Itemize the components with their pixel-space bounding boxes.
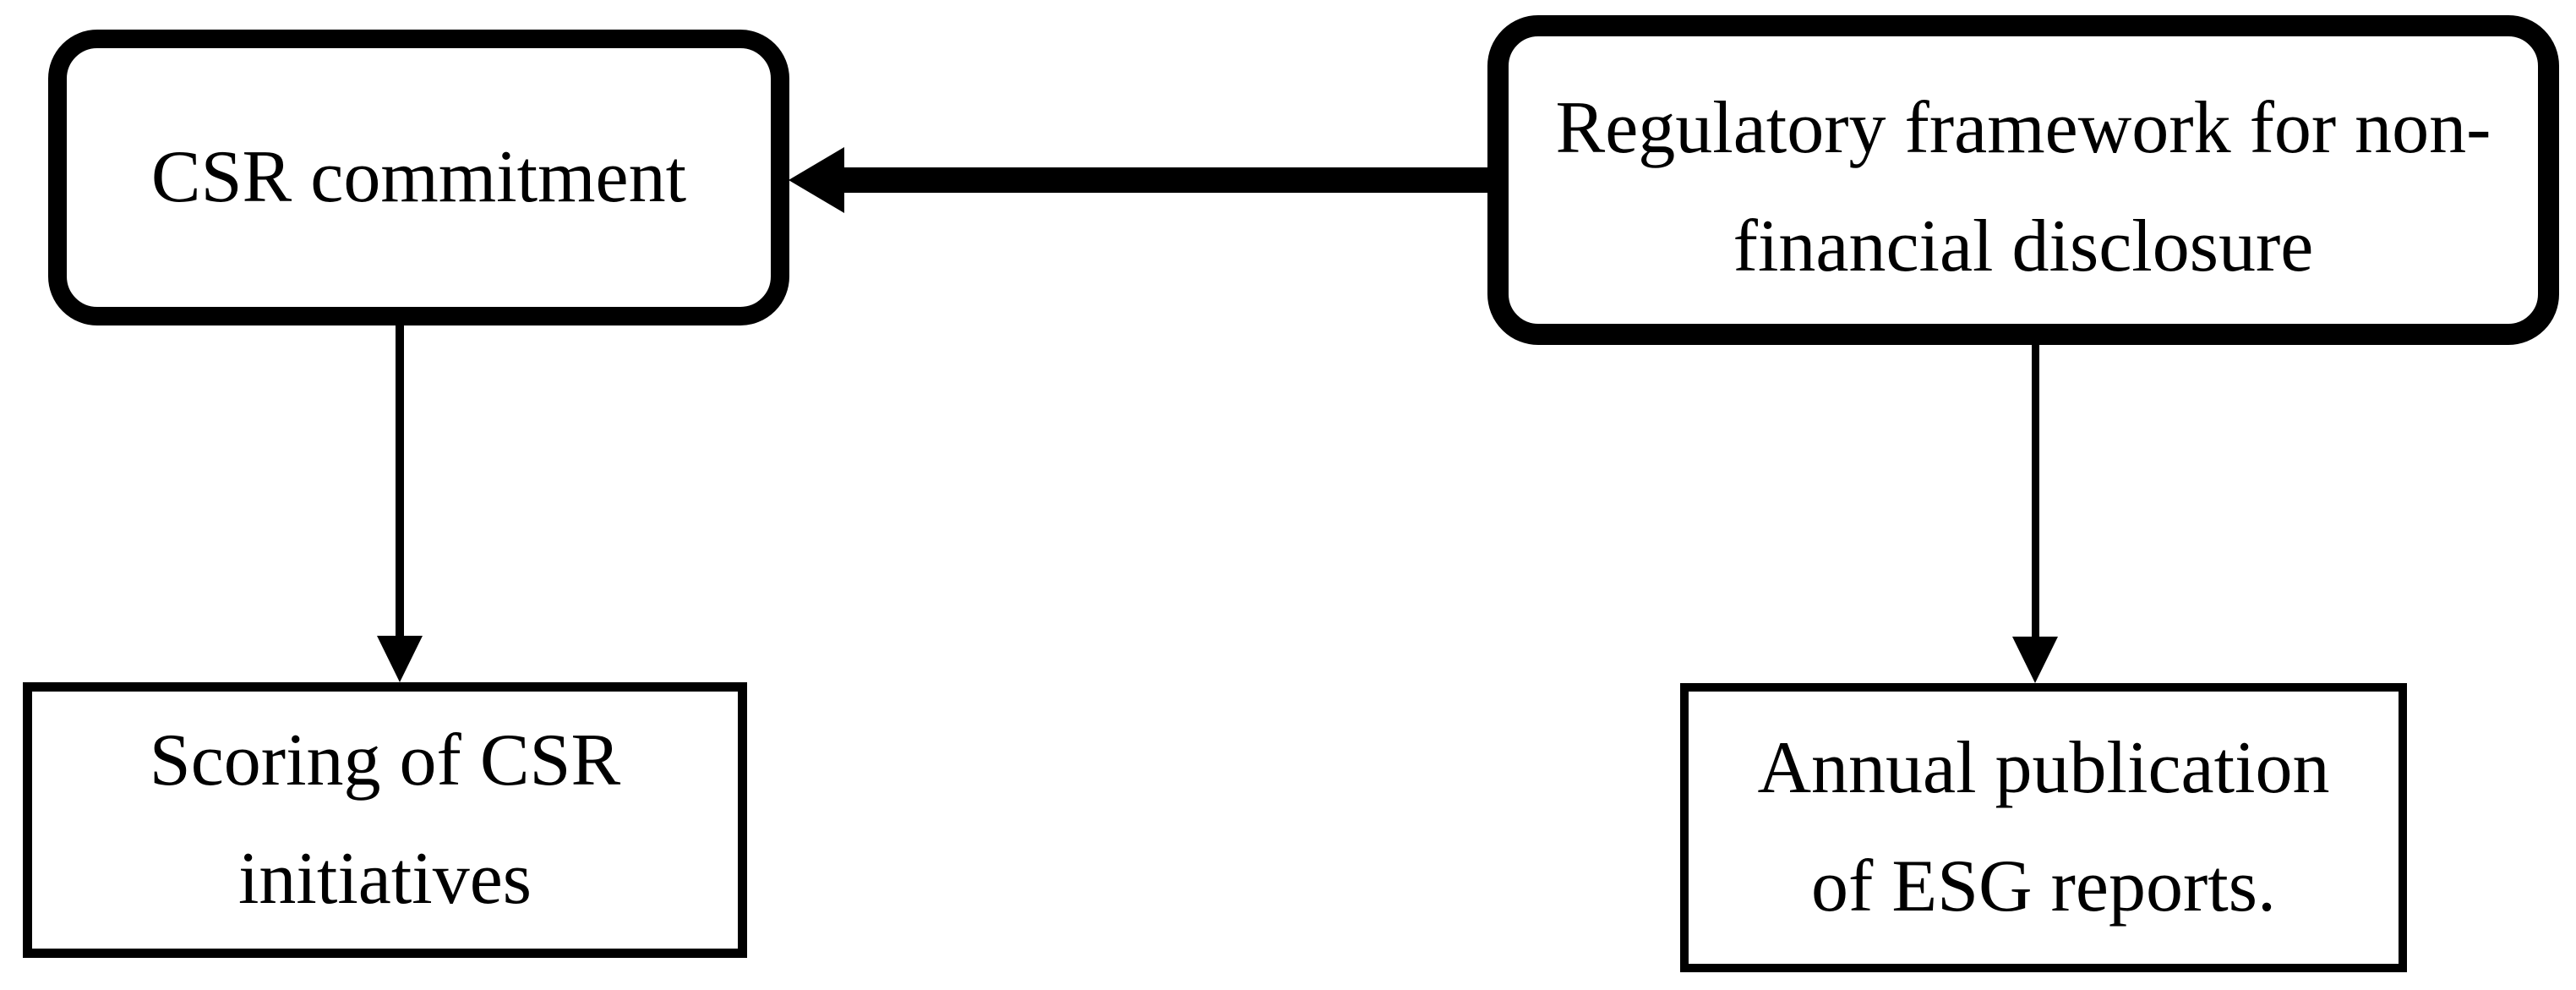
arrow-left-icon [789, 147, 844, 213]
node-label-line: of ESG reports. [1811, 845, 2276, 927]
node-regulatory-framework: Regulatory framework for non- financial … [1487, 15, 2559, 345]
node-annual-esg-reports: Annual publication of ESG reports. [1680, 683, 2407, 972]
arrow-down-icon [2012, 637, 2058, 683]
node-label: CSR commitment [150, 136, 687, 218]
node-label-line: financial disclosure [1733, 205, 2314, 287]
arrow-down-icon [377, 636, 423, 682]
node-scoring-csr-initiatives: Scoring of CSR initiatives [23, 682, 747, 958]
node-label-line: initiatives [237, 838, 532, 920]
node-label-line: Annual publication [1757, 727, 2330, 809]
node-label-line: Regulatory framework for non- [1555, 87, 2491, 169]
node-label-line: Scoring of CSR [149, 719, 621, 801]
arrow-down-right-shaft [2032, 344, 2039, 640]
arrow-left-shaft [837, 167, 1487, 193]
arrow-down-left-shaft [396, 325, 404, 641]
node-csr-commitment: CSR commitment [48, 30, 789, 325]
